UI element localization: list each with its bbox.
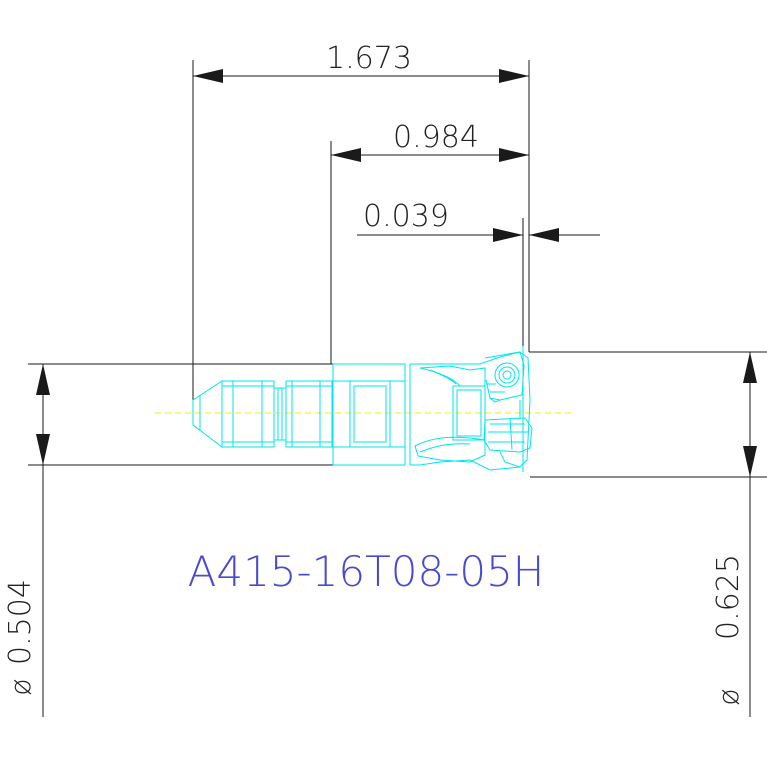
arrow-shank-bottom <box>36 434 50 465</box>
cutting-diameter-symbol: ø <box>712 688 745 705</box>
dim-label-overall-length: 1.673 <box>326 41 412 76</box>
dim-label-cutting-diameter: 0.625 <box>711 554 746 640</box>
head-core <box>452 385 486 441</box>
shank-diameter-symbol: ø <box>4 678 37 695</box>
shank-section-1 <box>221 380 275 448</box>
head-upper-flute <box>419 365 486 387</box>
arrow-overall-left <box>193 69 223 83</box>
arrow-head-left <box>331 148 361 162</box>
body-window <box>349 380 391 448</box>
arrow-overall-right <box>499 69 529 83</box>
arrow-edge-left <box>493 228 523 242</box>
body-main <box>332 363 406 466</box>
dim-label-shank-diameter: 0.504 <box>3 579 38 665</box>
arrow-shank-top <box>36 364 50 395</box>
diameter-symbol-right: ø <box>712 688 745 705</box>
shank-groove <box>273 387 287 441</box>
head-body <box>410 351 531 471</box>
tool-outline <box>192 346 533 472</box>
arrow-head-right <box>499 148 529 162</box>
shank-tip-chamfer <box>192 380 223 449</box>
arrow-cutting-bottom <box>743 446 757 477</box>
part-number-label: A415-16T08-05H <box>188 547 545 596</box>
shank-diameter-label: 0.504 <box>3 579 38 665</box>
diameter-symbol-left: ø <box>4 678 37 695</box>
cutting-diameter-label: 0.625 <box>711 554 746 640</box>
arrow-edge-right <box>529 228 559 242</box>
dim-label-head-length: 0.984 <box>393 120 479 155</box>
shank-section-2 <box>285 380 333 448</box>
head-lower-flute <box>414 436 486 463</box>
dimension-arrows <box>36 69 757 477</box>
insert-screw <box>494 362 520 388</box>
arrow-cutting-top <box>743 352 757 383</box>
upper-insert <box>484 351 525 401</box>
dimension-geometry <box>28 60 767 717</box>
lower-insert <box>483 417 533 453</box>
dim-label-edge-offset: 0.039 <box>363 199 449 234</box>
